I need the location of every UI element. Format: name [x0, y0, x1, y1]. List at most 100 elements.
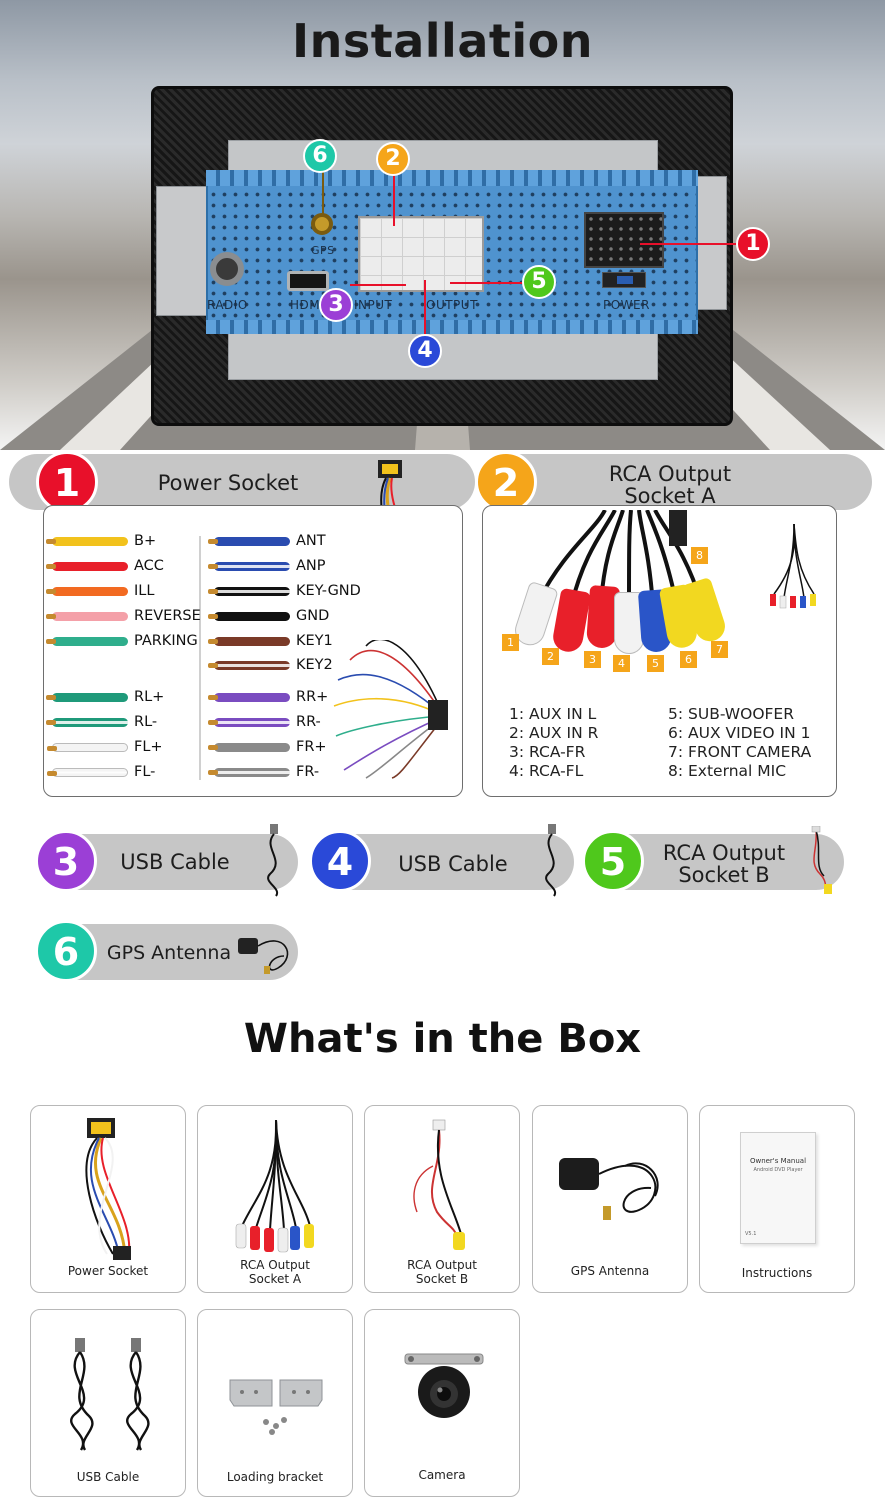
- rca-tag-6: 6: [680, 651, 697, 668]
- wire-label: PARKING: [134, 633, 198, 649]
- wire-swatch: [208, 611, 290, 621]
- usb-cable-4-number-badge: 4: [309, 830, 371, 892]
- usb-cables-image: [70, 1338, 150, 1451]
- rca-list-item: 5: SUB-WOOFER: [668, 705, 794, 723]
- wire-swatch: [46, 586, 128, 596]
- rca-list-item: 2: AUX IN R: [509, 724, 599, 742]
- rca-tag-3: 3: [584, 651, 601, 668]
- power-socket-image: [85, 1118, 131, 1260]
- callout-1-badge: 1: [736, 227, 770, 261]
- rca-socket-a-title: RCA Output Socket A: [560, 463, 780, 507]
- rca-socket-a-header: [482, 454, 872, 510]
- heat-sink-top: [206, 170, 698, 186]
- wire-label: REVERSE: [134, 608, 201, 624]
- rca-socket-b-title-line1: RCA Output: [662, 841, 786, 865]
- wire-row: ANT: [208, 533, 326, 549]
- callout-6-badge: 6: [303, 139, 337, 173]
- wire-swatch: [46, 636, 128, 646]
- rca-tag-4: 4: [613, 655, 630, 672]
- usb-cable-3-thumbnail: [267, 824, 279, 897]
- rca-socket-a-thumbnail: [770, 523, 816, 609]
- wire-row: FR+: [208, 739, 327, 755]
- callout-line-4: [424, 280, 426, 336]
- wire-swatch: [208, 742, 290, 752]
- rca-socket-a-title-line1: RCA Output: [608, 462, 732, 486]
- wire-label: ACC: [134, 558, 164, 574]
- rca-list-left: 1: AUX IN L 2: AUX IN R 3: RCA-FR 4: RCA…: [509, 705, 598, 781]
- gps-antenna-image: [559, 1158, 659, 1220]
- callout-5-badge: 5: [522, 265, 556, 299]
- callout-3-badge: 3: [319, 288, 353, 322]
- wire-label: RL-: [134, 714, 158, 730]
- callout-line-3: [350, 284, 406, 286]
- usb-cable-4-thumbnail: [545, 824, 557, 897]
- box-item-label: Instructions: [741, 1266, 813, 1280]
- callout-line-2: [393, 176, 395, 226]
- wire-label: RR+: [296, 689, 329, 705]
- rca-socket-b-number-badge: 5: [582, 830, 644, 892]
- rca-list-item: 8: External MIC: [668, 762, 787, 780]
- rca-list-item: 1: AUX IN L: [509, 705, 597, 723]
- rca-tag-1: 1: [502, 634, 519, 651]
- wire-row: KEY2: [208, 657, 333, 673]
- wire-row: REVERSE: [46, 608, 201, 624]
- wire-swatch: [208, 692, 290, 702]
- gps-port: [311, 213, 333, 235]
- usb-cable-3-title: USB Cable: [120, 850, 230, 874]
- side-bracket-left: [156, 186, 212, 316]
- rca-tag-5: 5: [647, 655, 664, 672]
- box-item-rca-socket-a: RCA Output Socket A: [197, 1105, 353, 1293]
- hdmi-port: [287, 271, 329, 291]
- speaker-harness-illustration: [333, 640, 448, 779]
- box-item-rca-socket-b: RCA Output Socket B: [364, 1105, 520, 1293]
- wire-row: KEY1: [208, 633, 333, 649]
- rca-socket-a-number-badge: 2: [475, 451, 537, 513]
- callout-line-5: [450, 282, 526, 284]
- rca-list-item: 7: FRONT CAMERA: [668, 743, 812, 761]
- wire-row: KEY-GND: [208, 583, 361, 599]
- rca-list-item: 6: AUX VIDEO IN 1: [668, 724, 811, 742]
- wire-label: KEY1: [296, 633, 333, 649]
- box-item-label-line1: RCA Output: [240, 1258, 310, 1272]
- wire-row: RL-: [46, 714, 158, 730]
- wire-swatch: [46, 561, 128, 571]
- wire-swatch: [46, 611, 128, 621]
- rca-tag-2: 2: [542, 648, 559, 665]
- box-item-power-socket: Power Socket: [30, 1105, 186, 1293]
- input-output-connector: [358, 216, 484, 292]
- loading-bracket-image: [229, 1379, 323, 1435]
- box-item-instructions: Owner's Manual Android DVD Player V5.1 I…: [699, 1105, 855, 1293]
- power-connector: [584, 212, 664, 268]
- box-item-label: GPS Antenna: [570, 1264, 650, 1278]
- rca-list-item: 4: RCA-FL: [509, 762, 584, 780]
- wire-label: GND: [296, 608, 330, 624]
- wire-label: FL-: [134, 764, 156, 780]
- wire-label: ANP: [296, 558, 326, 574]
- wire-row: ANP: [208, 558, 326, 574]
- box-item-label: Power Socket: [67, 1264, 149, 1278]
- output-label: OUTPUT: [426, 298, 478, 312]
- box-item-label-line2: Socket B: [415, 1272, 469, 1286]
- wire-row: RR-: [208, 714, 321, 730]
- wire-label: B+: [134, 533, 157, 549]
- wire-label: FL+: [134, 739, 163, 755]
- rca-socket-a-title-line2: Socket A: [624, 484, 716, 508]
- rca-socket-b-thumbnail: [811, 826, 832, 894]
- rca-socket-b-title-line2: Socket B: [678, 863, 770, 887]
- heat-sink-bottom: [206, 320, 698, 334]
- input-label: INPUT: [354, 298, 393, 312]
- radio-antenna-port: [210, 252, 244, 286]
- box-item-label: USB Cable: [76, 1470, 140, 1484]
- wire-label: RL+: [134, 689, 165, 705]
- callout-line-1: [640, 243, 740, 245]
- wire-row: FR-: [208, 764, 319, 780]
- wire-row: ILL: [46, 583, 154, 599]
- box-item-camera: Camera: [364, 1309, 520, 1497]
- rca-socket-b-title: RCA Output Socket B: [650, 842, 798, 886]
- rca-socket-b-image: [413, 1119, 465, 1250]
- manual-version: V5.1: [745, 1231, 757, 1237]
- wire-swatch: [46, 536, 128, 546]
- usb-cable-4-title: USB Cable: [398, 852, 508, 876]
- box-item-label-line2: Socket A: [248, 1272, 302, 1286]
